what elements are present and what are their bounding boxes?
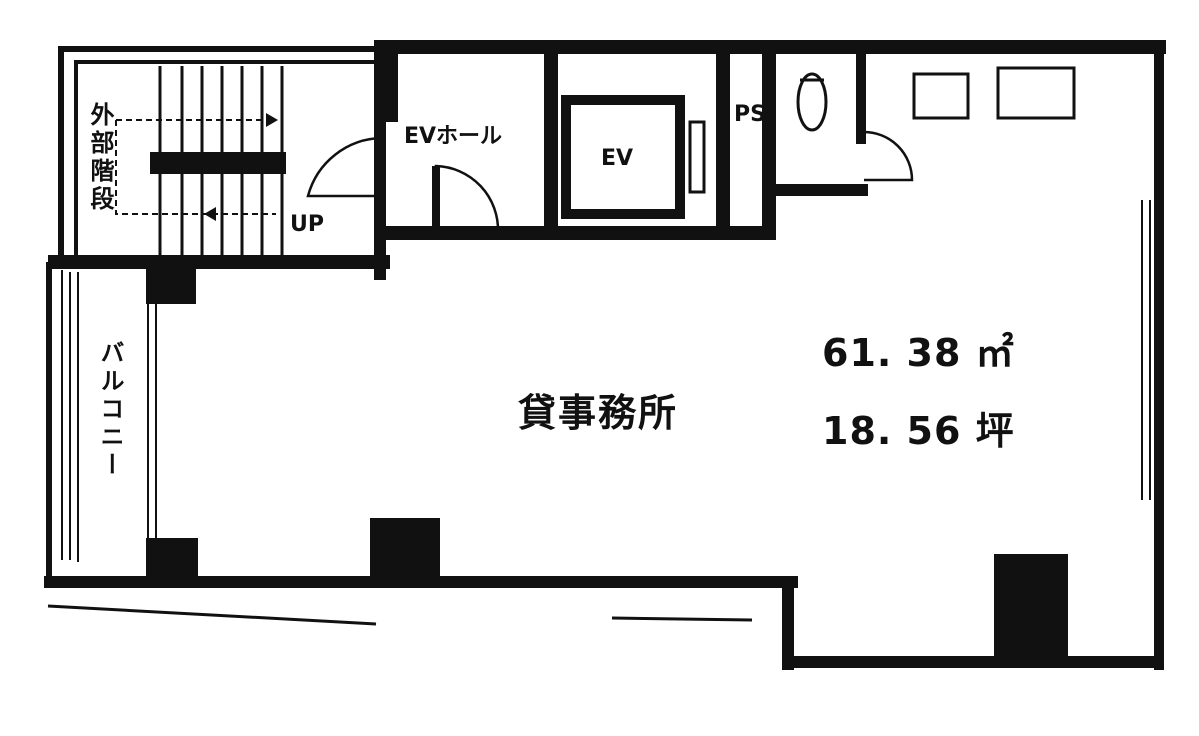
wall-ev-left bbox=[544, 54, 558, 234]
balcony-label: バルコニー bbox=[96, 340, 124, 480]
wall-ev-right bbox=[716, 54, 730, 234]
wall-left-balcony bbox=[46, 262, 52, 582]
ev-label: EV bbox=[601, 146, 634, 171]
wall-top-left bbox=[62, 46, 380, 52]
wall-wc-bottom bbox=[776, 184, 868, 196]
elevator-car bbox=[561, 95, 706, 219]
ps-label: PS bbox=[734, 102, 766, 127]
up-label: UP bbox=[290, 212, 324, 237]
column-left-bottom bbox=[146, 538, 198, 582]
wall-right bbox=[1154, 40, 1164, 670]
wall-top-main bbox=[376, 40, 1166, 54]
wall-bottom-step bbox=[782, 580, 794, 670]
wall-ev-bottom bbox=[384, 226, 776, 240]
column-top-evhall bbox=[376, 52, 398, 122]
window-right bbox=[1141, 200, 1151, 500]
column-mid bbox=[370, 518, 440, 582]
column-right bbox=[994, 554, 1068, 660]
wall-stair-inner bbox=[74, 62, 78, 256]
door-evhall-leaf bbox=[432, 166, 440, 232]
outer-stair-label: 外部階段 bbox=[86, 102, 114, 214]
stair-landing bbox=[150, 152, 286, 174]
wall-ps-right bbox=[762, 54, 776, 240]
stair-arrowheads bbox=[204, 113, 278, 221]
baseline-lines bbox=[47, 604, 753, 626]
column-left-top bbox=[146, 268, 196, 304]
room-label: 貸事務所 bbox=[518, 391, 679, 435]
door-swings bbox=[306, 130, 914, 234]
fixtures bbox=[796, 66, 1076, 132]
ev-hall-label: EVホール bbox=[404, 124, 503, 149]
area-m2-label: 61. 38 ㎡ bbox=[822, 331, 1015, 375]
stair-arrows bbox=[115, 119, 276, 215]
area-tsubo-label: 18. 56 坪 bbox=[822, 409, 1015, 453]
balcony-rail bbox=[61, 270, 157, 562]
wall-stair-bottom bbox=[48, 255, 390, 269]
walls bbox=[44, 40, 1166, 670]
wall-bottom-right bbox=[782, 656, 1164, 668]
wall-wc-right bbox=[856, 54, 866, 144]
wall-stair-top-inner bbox=[74, 60, 374, 64]
wall-left-outer bbox=[58, 46, 64, 262]
